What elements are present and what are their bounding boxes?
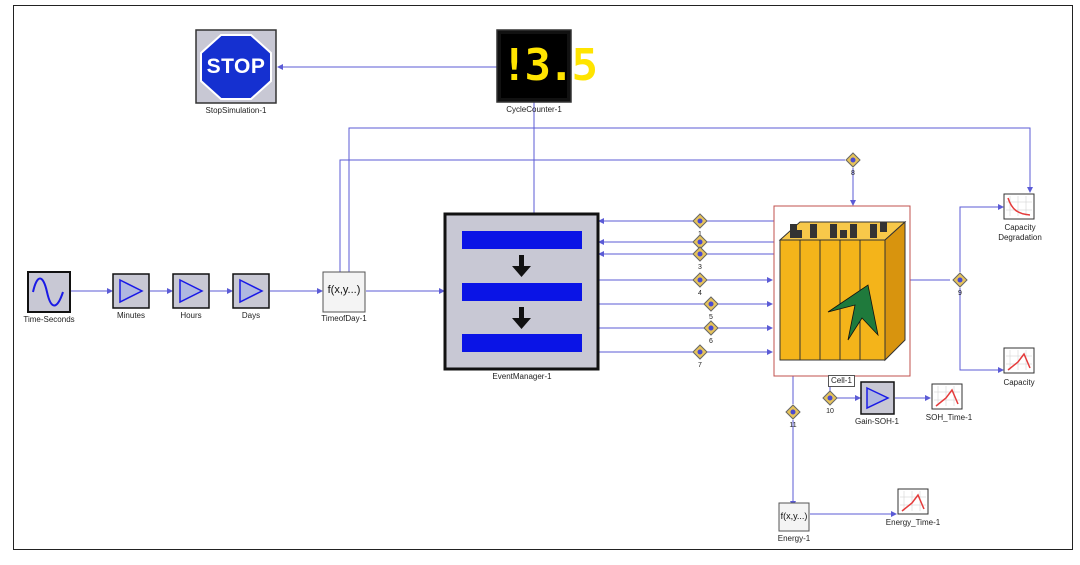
stop-sign-block[interactable] bbox=[195, 29, 277, 104]
counter-display: !3.5 bbox=[501, 40, 598, 91]
logo-icon bbox=[827, 284, 879, 341]
gain-soh-label: Gain-SOH-1 bbox=[854, 417, 900, 426]
energy-time-plot[interactable] bbox=[897, 488, 929, 515]
signal-node-label: 7 bbox=[698, 362, 702, 369]
wires bbox=[70, 64, 1033, 517]
energy-text: f(x,y...) bbox=[780, 511, 808, 521]
signal-node-label: 10 bbox=[826, 408, 834, 415]
signal-node-label: 3 bbox=[698, 264, 702, 271]
signal-nodes: 1234567891011 bbox=[692, 152, 968, 429]
days-label: Days bbox=[241, 311, 261, 320]
soh-time-plot[interactable] bbox=[931, 383, 963, 410]
event-bar-2 bbox=[462, 283, 582, 301]
signal-node-label: 8 bbox=[851, 170, 855, 177]
capacity-degradation-plot[interactable] bbox=[1003, 193, 1035, 220]
battery-cell-block[interactable] bbox=[773, 205, 911, 377]
hours-label: Hours bbox=[180, 311, 202, 320]
cell-label: Cell-1 bbox=[828, 375, 855, 387]
counter-label: CycleCounter-1 bbox=[506, 105, 562, 114]
sine-wave-icon bbox=[32, 277, 64, 307]
wire-loop-top bbox=[348, 127, 1033, 272]
stop-label: StopSimulation-1 bbox=[205, 106, 267, 115]
soh-time-label: SOH_Time-1 bbox=[925, 413, 973, 422]
wire-to-degradation bbox=[959, 204, 1004, 272]
peak-plot-icon bbox=[1007, 352, 1031, 371]
capacity-plot[interactable] bbox=[1003, 347, 1035, 374]
capacity-label: Capacity bbox=[1003, 378, 1035, 387]
energy-block[interactable] bbox=[778, 502, 810, 532]
days-block[interactable] bbox=[232, 273, 270, 309]
time-of-day-label: TimeofDay-1 bbox=[321, 314, 367, 323]
signal-node-label: 5 bbox=[709, 314, 713, 321]
signal-node-3[interactable]: 3 bbox=[692, 246, 708, 271]
gain-triangle-icon bbox=[866, 386, 890, 410]
decay-plot-icon bbox=[1007, 197, 1031, 216]
signal-node-7[interactable]: 7 bbox=[692, 344, 708, 369]
signal-node-9[interactable]: 9 bbox=[952, 272, 968, 297]
gain-triangle-icon bbox=[119, 278, 144, 304]
signal-node-label: 6 bbox=[709, 338, 713, 345]
time-seconds-block[interactable] bbox=[27, 271, 71, 313]
event-bar-1 bbox=[462, 231, 582, 249]
hours-block[interactable] bbox=[172, 273, 210, 309]
time-of-day-text: f(x,y...) bbox=[327, 284, 361, 296]
signal-node-label: 9 bbox=[958, 290, 962, 297]
event-manager-label: EventManager-1 bbox=[492, 372, 552, 381]
signal-node-11[interactable]: 11 bbox=[785, 404, 801, 429]
signal-node-8[interactable]: 8 bbox=[845, 152, 861, 177]
signal-node-10[interactable]: 10 bbox=[822, 390, 838, 415]
gain-triangle-icon bbox=[239, 278, 264, 304]
energy-time-label: Energy_Time-1 bbox=[885, 518, 941, 527]
signal-node-label: 11 bbox=[789, 422, 796, 429]
peak-plot-icon bbox=[935, 388, 959, 407]
stop-octagon-icon bbox=[200, 34, 272, 100]
time-of-day-block[interactable] bbox=[322, 271, 366, 313]
minutes-block[interactable] bbox=[112, 273, 150, 309]
peak-plot-icon bbox=[901, 493, 925, 512]
down-arrow-icon bbox=[512, 255, 531, 329]
battery-terminals bbox=[790, 222, 887, 238]
signal-node-label: 4 bbox=[698, 290, 702, 297]
event-bar-3 bbox=[462, 334, 582, 352]
time-seconds-label: Time-Seconds bbox=[23, 315, 75, 324]
stop-text: STOP bbox=[206, 55, 266, 78]
energy-label: Energy-1 bbox=[777, 534, 811, 543]
signal-node-4[interactable]: 4 bbox=[692, 272, 708, 297]
signal-node-6[interactable]: 6 bbox=[703, 320, 719, 345]
gain-triangle-icon bbox=[179, 278, 204, 304]
event-manager-block[interactable] bbox=[443, 212, 600, 371]
capacity-degradation-label: Capacity Degradation bbox=[998, 223, 1042, 242]
minutes-label: Minutes bbox=[116, 311, 146, 320]
wire-loop-mid bbox=[339, 159, 845, 272]
gain-soh-block[interactable] bbox=[860, 381, 895, 415]
cycle-counter-block[interactable] bbox=[496, 29, 572, 103]
signal-node-5[interactable]: 5 bbox=[703, 296, 719, 321]
wire-to-capacity bbox=[959, 288, 1004, 373]
